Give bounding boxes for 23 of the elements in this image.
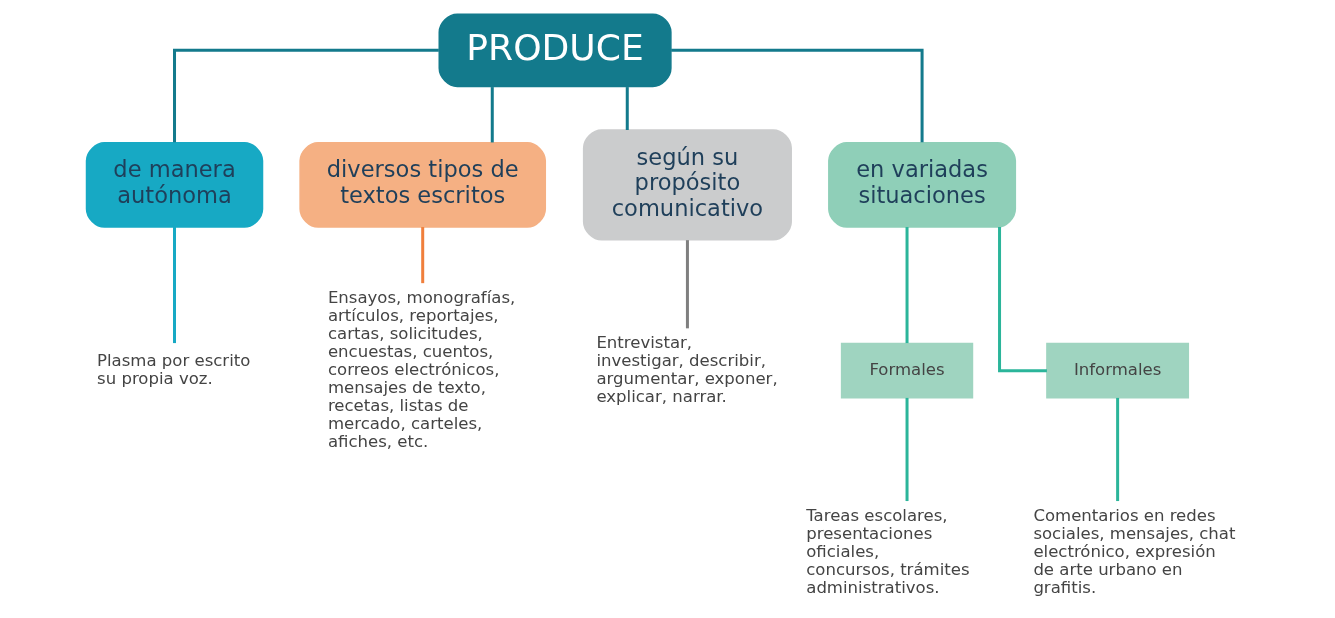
connector (685, 240, 689, 329)
node-text: Tareas escolares, presentaciones oficiales, concursos, trámites administrativos. (806, 505, 970, 597)
connector (625, 87, 629, 130)
node-box: Informales (1046, 342, 1190, 399)
connector (1116, 397, 1120, 502)
node-text: Comentarios en redes sociales, mensajes, chat electrónico, expresión de arte urbano en grafitis. (1033, 505, 1236, 597)
node-box: PRODUCE (438, 13, 672, 88)
node-text: Plasma por escrito su propia voz. (97, 350, 251, 388)
node-text: Ensayos, monografías, artículos, reportajes, cartas, solicitudes, encuestas, cuentos, correos electrónicos, mensajes de texto, recetas, listas de mercado, carteles, afiches, etc. (327, 287, 516, 452)
connector (905, 227, 909, 344)
node-box: según su propósito comunicativo (582, 129, 792, 241)
node-text: Entrevistar, investigar, describir, argumentar, exponer, explicar, narrar. (596, 332, 778, 406)
node-box: de manera autónoma (85, 142, 264, 228)
connector (173, 227, 176, 344)
connector (998, 227, 1047, 373)
node-box: en variadas situaciones (828, 142, 1017, 228)
connector (421, 227, 425, 284)
connector (173, 48, 439, 143)
node-box: Formales (840, 342, 974, 399)
node-box: diversos tipos de textos escritos (299, 142, 547, 228)
connector (671, 48, 924, 143)
connector (905, 397, 909, 502)
connector (490, 87, 494, 143)
